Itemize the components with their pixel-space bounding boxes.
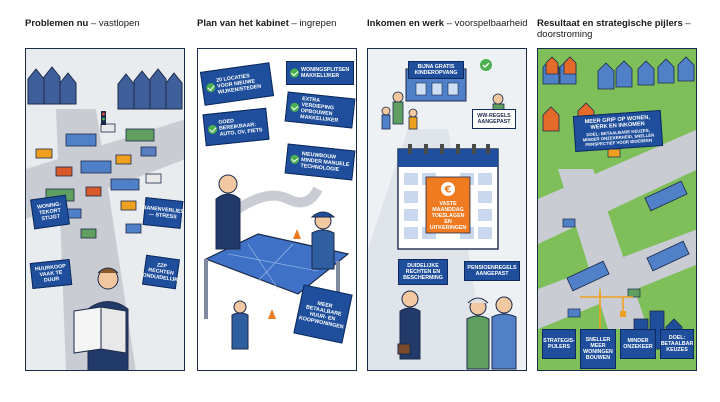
politician	[215, 174, 241, 250]
man-with-map	[73, 267, 129, 370]
traffic	[35, 123, 162, 239]
panel-3-title-rest: – voorspelbaarheid	[444, 18, 528, 29]
sign-fixed-payday: VASTE MAANDDAG TOESLAGEN EN UITKERINGEN	[429, 200, 467, 232]
sign-daycare: BIJNA GRATIS KINDEROPVANG	[408, 61, 464, 79]
svg-text:€: €	[444, 185, 452, 196]
panel-2-title-rest: – ingrepen	[288, 18, 337, 29]
check-icon	[480, 59, 492, 71]
panel-2-title: Plan van het kabinet – ingrepen	[197, 18, 336, 29]
sign-accessible: GOED BEREIKBAAR: AUTO, OV, FIETS	[202, 107, 270, 147]
sign-housing-shortage: WONING- TEKORT STIJGT	[30, 194, 70, 230]
panel-problems: WONING- TEKORT STIJGT BANENVERLIES — STR…	[25, 48, 185, 371]
check-icon	[290, 68, 299, 78]
panel-4-title-bold: Resultaat en strategische pijlers	[537, 18, 683, 29]
houses-left	[27, 66, 77, 105]
panel-1-title-rest: – vastlopen	[88, 18, 140, 29]
panel-4-illustration	[538, 56, 696, 350]
panel-2-illustration	[204, 174, 350, 350]
sign-pension-rules: PENSIOENREGELS AANGEPAST	[464, 261, 520, 281]
houses-right	[117, 68, 183, 110]
elderly-couple	[466, 296, 517, 370]
sign-job-loss: BANENVERLIES — STRESS	[142, 197, 184, 229]
panel-3-illustration: €	[368, 59, 517, 370]
panel-3-title: Inkomen en werk – voorspelbaarheid	[367, 18, 528, 29]
sign-affordable-homes: MEER BETAALBARE HUUR- EN KOOPWONINGEN	[293, 284, 353, 344]
euro-icon	[441, 182, 455, 196]
panel-4-title-rest: –	[682, 18, 691, 29]
panel-1-title-bold: Problemen nu	[25, 18, 89, 29]
man-with-briefcase	[397, 290, 421, 360]
sign-split-homes: WONINGSPLITSEN MAKKELIJKER	[286, 61, 354, 85]
panel-1-illustration	[26, 66, 184, 370]
sign-zzp-rights: ZZP RECHTEN ONDUIDELIJK	[142, 254, 180, 290]
traffic	[562, 148, 641, 318]
panel-1-title: Problemen nu – vastlopen	[25, 18, 140, 29]
pillar-build-faster: SNELLER MEER WONINGEN BOUWEN	[580, 329, 616, 369]
panel-4-title-line2: doorstroming	[537, 29, 593, 40]
check-icon	[289, 102, 300, 113]
check-icon	[205, 82, 216, 93]
cone-icon	[268, 309, 276, 319]
sign-ww-rules: WW-REGELS AANGEPAST	[472, 109, 516, 129]
pillar-strategic: STRATEGIS- PIJLERS	[542, 329, 576, 359]
panel-3-title-bold: Inkomen en werk	[367, 18, 445, 29]
pillar-less-uncertainty: MINDER ONZEKEER	[620, 329, 656, 359]
cone-icon	[293, 229, 301, 239]
panel-plan: 20 LOCATIES VOOR NIEUWE WIJKEN/STEDEN WO…	[197, 48, 357, 371]
worker	[310, 211, 336, 270]
panel-4-title: Resultaat en strategische pijlers – door…	[537, 18, 691, 40]
check-icon	[207, 124, 218, 135]
panel-2-title-bold: Plan van het kabinet	[197, 18, 289, 29]
road	[558, 169, 648, 329]
check-icon	[289, 154, 300, 165]
tram	[566, 180, 690, 292]
panel-income-work: € BIJNA GRATIS KINDEROPVANG WW-REGELS AA…	[367, 48, 527, 371]
panel-result: MEER GRIP OP WONEN, WERK EN INKOMEN DOEL…	[537, 48, 697, 371]
sign-rent-expensive: HUURKOOP VAAK TE DUUR	[29, 258, 73, 290]
sign-clear-rights: DUIDELIJKE RECHTEN EN BESCHERMING	[398, 259, 448, 285]
worker-small	[231, 300, 249, 350]
sign-more-grip: MEER GRIP OP WONEN, WERK EN INKOMEN DOEL…	[572, 109, 664, 153]
pillar-affordable-choices: DOEL: BETAALBAR KEUZES	[660, 329, 694, 359]
